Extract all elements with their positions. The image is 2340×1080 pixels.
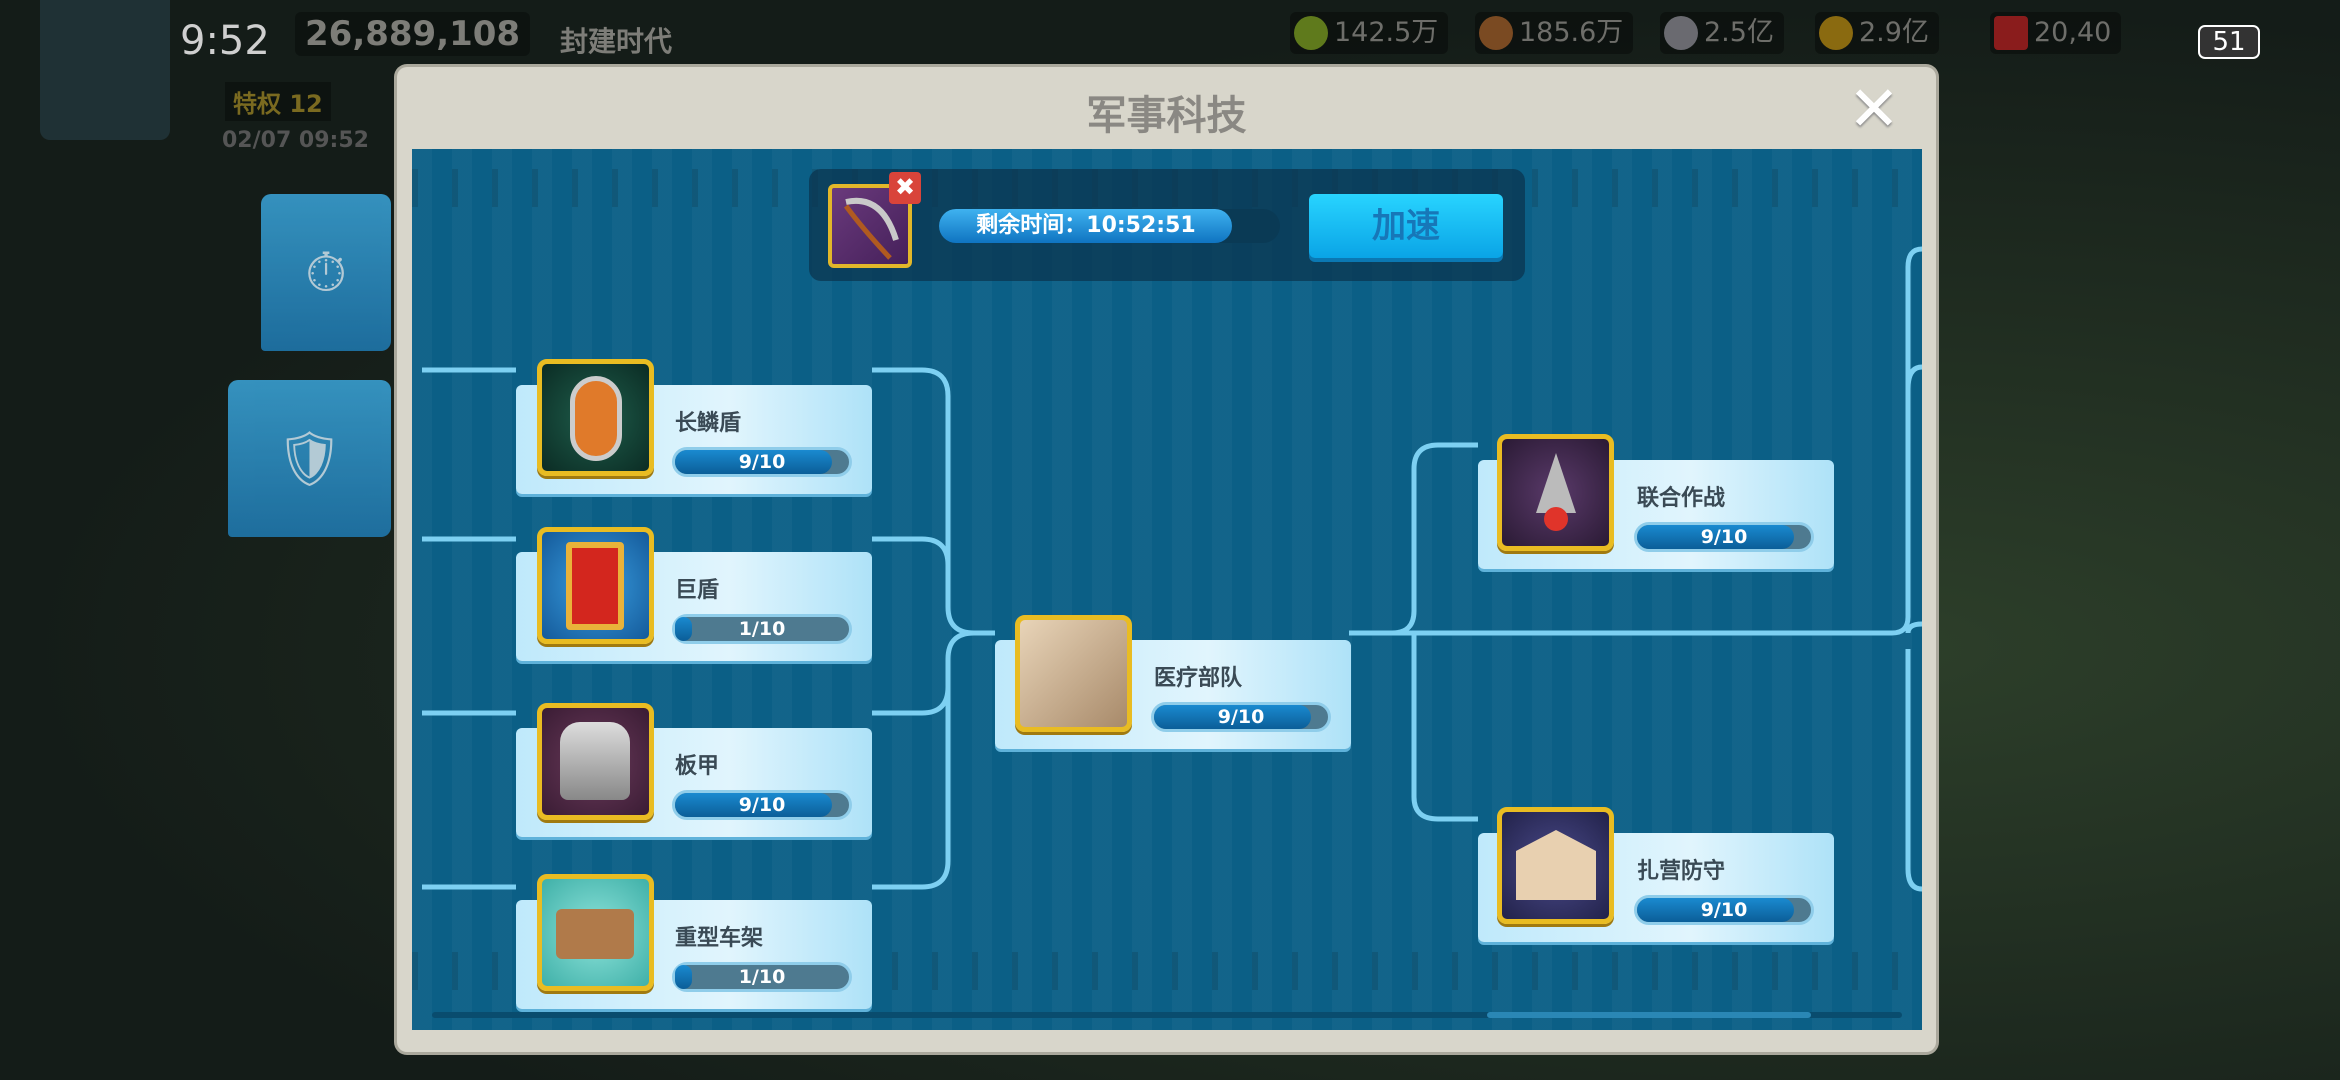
tech-level: 9/10 (1217, 706, 1265, 728)
resource-wood[interactable]: 185.6万 (1475, 12, 1634, 54)
tent-icon (1497, 807, 1614, 924)
tech-name: 重型车架 (675, 926, 764, 951)
tech-connectors (422, 246, 1922, 892)
cancel-research-button[interactable]: ✖ (889, 172, 921, 204)
research-progress-fill (939, 209, 1233, 243)
tech-name: 扎营防守 (1637, 859, 1726, 884)
tech-level: 9/10 (1700, 526, 1748, 548)
tech-level-bar: 9/10 (1634, 895, 1814, 925)
scale-shield-icon (537, 359, 654, 476)
scrollbar-thumb[interactable] (1487, 1012, 1811, 1018)
tech-name: 联合作战 (1637, 486, 1726, 511)
close-button[interactable]: ✕ (1848, 72, 1900, 145)
resource-corn[interactable]: 142.5万 (1290, 12, 1449, 54)
research-progress-bar: 剩余时间：10:52:51 (939, 209, 1280, 243)
tech-level-bar: 9/10 (1634, 522, 1814, 552)
wood-icon (1479, 16, 1513, 50)
speed-up-button[interactable]: 加速 (1309, 194, 1503, 258)
tech-level-bar: 1/10 (672, 962, 852, 992)
hud-top-bar: 26,889,108 封建时代 特权 12 02/07 09:52 142.5万… (0, 0, 2340, 153)
resource-value: 2.9亿 (1859, 17, 1929, 48)
connector-line (1391, 442, 1478, 822)
privilege-badge[interactable]: 特权 12 (225, 82, 331, 121)
crossed-spears-icon (1497, 434, 1614, 551)
tech-level: 9/10 (1700, 899, 1748, 921)
tech-name: 医疗部队 (1154, 666, 1243, 691)
status-clock: 9:52 (180, 18, 270, 64)
tech-level: 1/10 (738, 966, 786, 988)
connector-line (872, 367, 995, 636)
resource-value: 142.5万 (1334, 17, 1439, 48)
resource-stone[interactable]: 2.5亿 (1660, 12, 1784, 54)
resource-gold[interactable]: 2.9亿 (1815, 12, 1939, 54)
datetime: 02/07 09:52 (222, 128, 369, 153)
tech-name: 板甲 (675, 754, 720, 779)
tech-name: 长鳞盾 (675, 411, 742, 436)
connector-line (872, 659, 951, 890)
corn-icon (1294, 16, 1328, 50)
avatar[interactable] (40, 0, 170, 140)
gem-icon (1994, 16, 2028, 50)
era-label: 封建时代 (560, 25, 673, 58)
dialog-header: 军事科技 ✕ (397, 67, 1936, 149)
speedup-flag-button[interactable]: ⏱ (261, 194, 391, 351)
horizontal-scrollbar[interactable] (432, 1012, 1902, 1018)
military-flag-button[interactable]: 🛡 (228, 380, 391, 537)
resource-value: 185.6万 (1519, 17, 1624, 48)
connector-line (1349, 246, 1922, 892)
tech-tree-area[interactable]: ✖ 剩余时间：10:52:51 加速 长鳞盾 9/10 巨盾 1/10 板甲 9… (412, 149, 1922, 1030)
dialog-title: 军事科技 (1086, 93, 1247, 139)
resource-value: 20,40 (2034, 17, 2112, 48)
military-tech-dialog: 军事科技 ✕ ✖ 剩余时间：10:52:51 加速 长鳞盾 9/10 巨盾 1/… (397, 67, 1936, 1052)
tech-level: 9/10 (738, 794, 786, 816)
power-value: 26,889,108 (295, 12, 531, 56)
shield-sword-icon: 🛡 (275, 426, 344, 490)
tech-level-bar: 9/10 (672, 790, 852, 820)
gold-icon (1819, 16, 1853, 50)
tech-level: 9/10 (738, 451, 786, 473)
resource-gems[interactable]: 20,40 (1990, 12, 2122, 54)
connector-line (872, 630, 975, 716)
remaining-time: 剩余时间：10:52:51 (976, 213, 1196, 238)
tech-level: 1/10 (738, 618, 786, 640)
great-shield-icon (537, 527, 654, 644)
connector-line (872, 536, 951, 607)
speedup-clock-icon: ⏱ (304, 240, 348, 304)
battery-indicator: 51 (2198, 25, 2260, 59)
bandage-icon (1015, 615, 1132, 732)
stone-icon (1664, 16, 1698, 50)
research-timer-panel: ✖ 剩余时间：10:52:51 加速 (809, 169, 1525, 281)
tech-level-bar: 1/10 (672, 614, 852, 644)
connector-line (422, 367, 516, 890)
resource-value: 2.5亿 (1704, 17, 1774, 48)
tech-name: 巨盾 (675, 578, 720, 603)
heavy-chassis-icon (537, 874, 654, 991)
tech-level-bar: 9/10 (672, 447, 852, 477)
plate-armor-icon (537, 703, 654, 820)
tech-level-bar: 9/10 (1151, 702, 1331, 732)
scythe-icon (843, 197, 899, 260)
